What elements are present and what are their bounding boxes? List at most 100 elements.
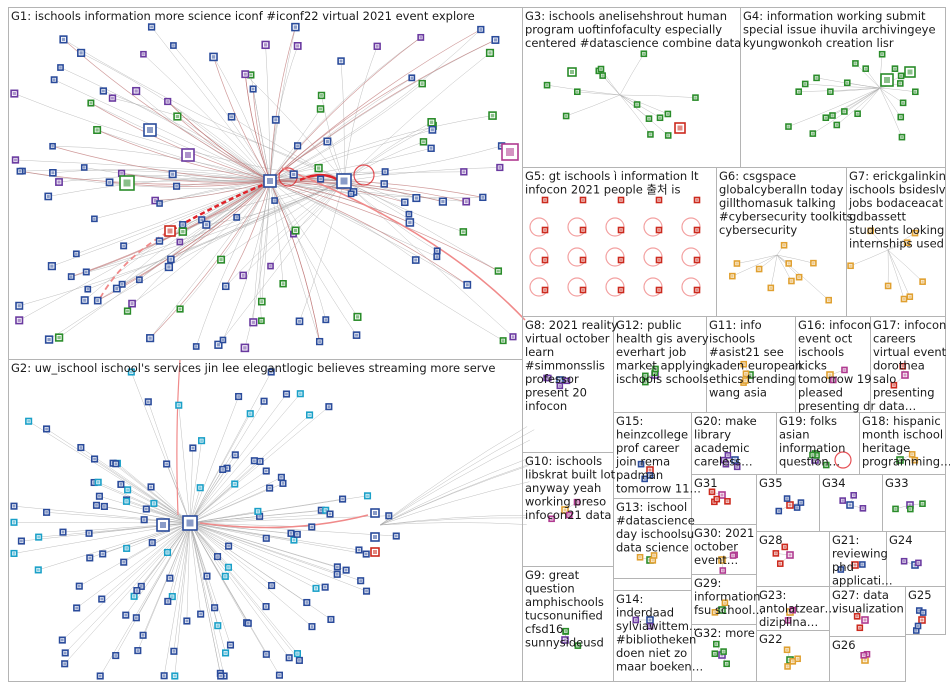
network-node-icon xyxy=(725,662,728,666)
network-node-icon xyxy=(803,82,807,86)
network-node-icon xyxy=(264,605,268,608)
network-node-icon xyxy=(643,477,646,481)
network-node-icon xyxy=(902,559,906,563)
network-node-icon xyxy=(908,503,912,507)
group-boxes-layer xyxy=(8,7,946,682)
network-node-icon xyxy=(648,624,652,628)
network-edge xyxy=(547,84,621,96)
network-node-icon xyxy=(258,514,261,518)
network-node-icon xyxy=(786,665,789,668)
network-node-icon xyxy=(17,304,21,308)
network-node-icon xyxy=(340,177,348,185)
network-edge xyxy=(189,470,267,524)
network-node-icon xyxy=(336,565,339,569)
group-label-line: antolatzear… xyxy=(759,602,836,616)
network-edge xyxy=(269,180,468,286)
network-node-icon xyxy=(841,499,844,502)
network-edge xyxy=(269,129,433,182)
network-node-icon xyxy=(639,462,643,466)
network-node-icon xyxy=(558,384,562,388)
network-node-icon xyxy=(27,419,31,423)
network-edge xyxy=(189,440,202,524)
group-label-line: program uoftinfofaculty especially xyxy=(525,23,722,37)
group-label-g24: G24 xyxy=(889,533,913,547)
network-edge xyxy=(343,180,438,252)
network-node-icon xyxy=(316,166,321,170)
network-node-icon xyxy=(168,576,172,580)
network-edge xyxy=(269,180,358,318)
network-node-icon xyxy=(695,198,699,202)
network-node-icon xyxy=(644,380,647,384)
network-edge xyxy=(776,254,829,301)
network-edge xyxy=(269,180,284,284)
network-node-icon xyxy=(160,522,166,528)
network-edge xyxy=(170,180,271,260)
network-node-icon xyxy=(213,606,216,610)
network-node-icon xyxy=(149,485,153,489)
network-edge xyxy=(14,93,345,182)
network-node-icon xyxy=(120,282,124,286)
network-edge xyxy=(143,54,271,182)
network-node-icon xyxy=(435,255,439,258)
network-edge xyxy=(269,180,411,223)
network-edge xyxy=(379,426,528,526)
group-label-line: jobs bodaceacat xyxy=(848,196,944,210)
network-edge xyxy=(270,180,345,267)
network-node-icon xyxy=(899,74,903,78)
network-edge xyxy=(269,180,499,272)
network-node-icon xyxy=(357,548,361,552)
network-node-icon xyxy=(251,87,255,91)
network-edge xyxy=(836,87,881,126)
group-label-line: ischools schools xyxy=(616,372,709,386)
network-node-icon xyxy=(461,230,465,234)
network-edge xyxy=(189,393,301,524)
network-node-icon xyxy=(695,228,699,232)
network-node-icon xyxy=(855,615,859,618)
network-node-icon xyxy=(230,115,234,119)
network-edge xyxy=(52,146,271,182)
network-node-icon xyxy=(224,284,228,288)
network-node-icon xyxy=(185,619,189,623)
network-edge xyxy=(379,517,528,526)
network-node-icon xyxy=(12,520,16,524)
network-edge xyxy=(788,87,881,127)
network-edge xyxy=(46,512,191,524)
network-node-icon xyxy=(135,589,139,592)
network-node-icon xyxy=(108,180,112,184)
network-node-icon xyxy=(289,531,293,535)
network-node-icon xyxy=(119,483,123,486)
edges-layer xyxy=(13,26,924,677)
network-node-icon xyxy=(200,439,203,443)
network-edge xyxy=(343,122,432,182)
network-node-icon xyxy=(722,650,725,653)
network-node-icon xyxy=(511,335,515,339)
network-edge xyxy=(879,87,903,138)
group-label-line: presenting dr data… xyxy=(798,399,916,413)
network-node-icon xyxy=(88,556,92,560)
network-node-icon xyxy=(858,626,862,630)
network-edge xyxy=(163,522,191,676)
network-node-icon xyxy=(366,494,369,498)
network-node-icon xyxy=(490,113,495,118)
network-edge xyxy=(28,421,191,524)
group-label-line: kaden european xyxy=(709,359,802,373)
network-node-icon xyxy=(216,555,219,558)
network-edge xyxy=(879,87,901,118)
group-label-line: tomorrow 19 xyxy=(798,372,872,386)
network-edge xyxy=(52,145,271,182)
network-edge xyxy=(850,249,889,266)
group-label-line: ethics trending xyxy=(709,372,795,386)
network-node-icon xyxy=(204,223,208,227)
nodes-layer xyxy=(10,22,927,680)
network-node-icon xyxy=(420,82,424,86)
network-node-icon xyxy=(101,89,105,93)
group-labels-layer: G1: ischools information more science ic… xyxy=(11,9,950,674)
network-edge xyxy=(76,522,191,609)
network-node-icon xyxy=(216,624,220,628)
